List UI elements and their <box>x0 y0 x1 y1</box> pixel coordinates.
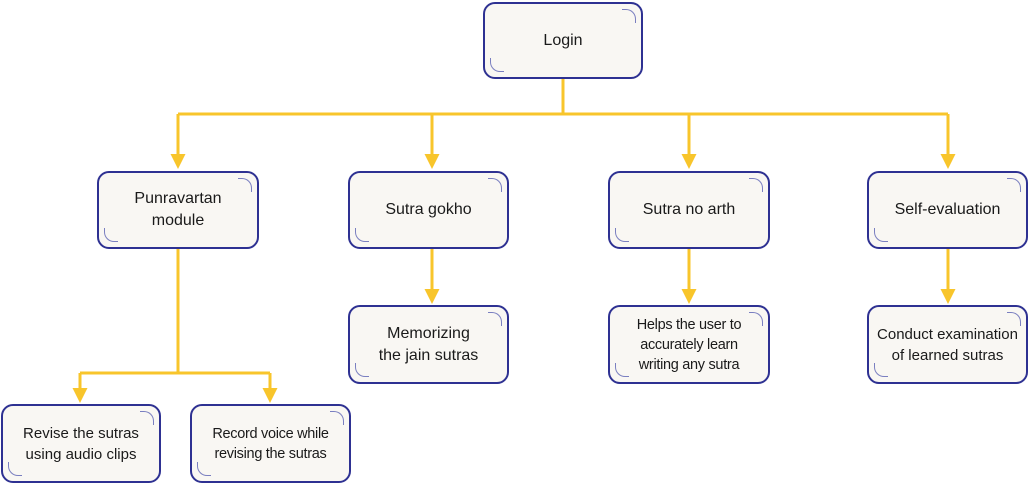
corner-accent-icon <box>615 363 629 377</box>
corner-accent-icon <box>490 58 504 72</box>
self-evaluation-label: Self-evaluation <box>894 201 1001 218</box>
corner-accent-icon <box>749 178 763 192</box>
corner-accent-icon <box>488 178 502 192</box>
sutra-no-arth-label: Sutra no arth <box>642 201 736 218</box>
corner-accent-icon <box>622 9 636 23</box>
corner-accent-icon <box>355 363 369 377</box>
memorizing-node: Memorizing the jain sutras <box>348 305 509 384</box>
sutra-gokho-node: Sutra gokho <box>348 171 509 249</box>
login-node: Login <box>483 2 643 79</box>
corner-accent-icon <box>8 462 22 476</box>
punravartan-module-node: Punravartan module <box>97 171 259 249</box>
memorizing-label: Memorizing the jain sutras <box>378 324 479 364</box>
corner-accent-icon <box>615 228 629 242</box>
corner-accent-icon <box>874 363 888 377</box>
corner-accent-icon <box>140 411 154 425</box>
self-evaluation-node: Self-evaluation <box>867 171 1028 249</box>
corner-accent-icon <box>330 411 344 425</box>
sutra-gokho-label: Sutra gokho <box>385 201 472 218</box>
writing-help-label: Helps the user to accurately learn writi… <box>636 316 742 373</box>
record-voice-label: Record voice while revising the sutras <box>212 425 329 462</box>
corner-accent-icon <box>874 228 888 242</box>
record-voice-node: Record voice while revising the sutras <box>190 404 351 483</box>
corner-accent-icon <box>749 312 763 326</box>
corner-accent-icon <box>355 228 369 242</box>
examination-node: Conduct examination of learned sutras <box>867 305 1028 384</box>
login-label: Login <box>543 31 583 49</box>
corner-accent-icon <box>1007 178 1021 192</box>
sutra-no-arth-node: Sutra no arth <box>608 171 770 249</box>
revise-sutras-node: Revise the sutras using audio clips <box>1 404 161 483</box>
corner-accent-icon <box>238 178 252 192</box>
revise-sutras-label: Revise the sutras using audio clips <box>23 424 139 463</box>
punravartan-module-label: Punravartan module <box>134 190 222 229</box>
corner-accent-icon <box>488 312 502 326</box>
writing-help-node: Helps the user to accurately learn writi… <box>608 305 770 384</box>
corner-accent-icon <box>197 462 211 476</box>
examination-label: Conduct examination of learned sutras <box>877 325 1018 364</box>
corner-accent-icon <box>104 228 118 242</box>
corner-accent-icon <box>1007 312 1021 326</box>
